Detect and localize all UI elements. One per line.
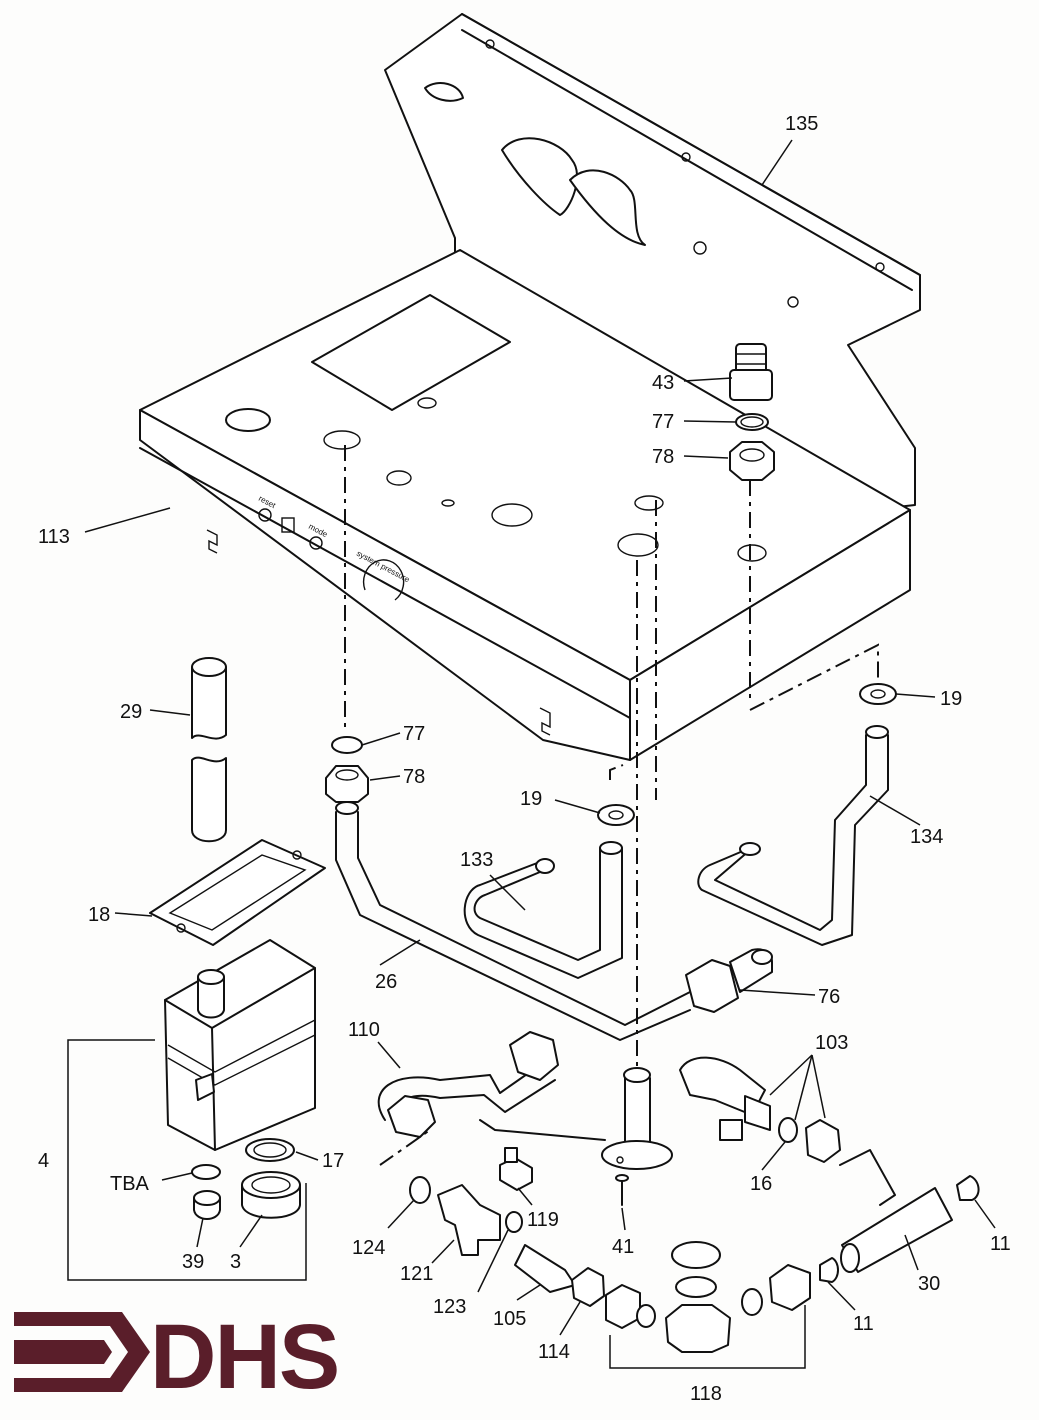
label-114: 114: [538, 1341, 570, 1363]
label-76: 76: [818, 986, 840, 1008]
gasket-18: [149, 839, 326, 946]
label-11-lower: 11: [853, 1313, 874, 1335]
label-135: 135: [785, 113, 818, 135]
label-77-left: 77: [403, 723, 425, 745]
control-panel-box: reset mode system pressure: [139, 249, 911, 761]
tee-fitting-118: [605, 1241, 811, 1369]
label-110: 110: [348, 1019, 380, 1041]
label-77-top: 77: [652, 411, 674, 433]
left-connector: [325, 736, 369, 803]
label-16: 16: [750, 1173, 772, 1195]
washer-19-left: [597, 804, 635, 826]
label-124: 124: [352, 1237, 385, 1259]
label-30: 30: [918, 1273, 940, 1295]
label-19-right: 19: [940, 688, 962, 710]
washer-19-right-hole: [870, 689, 886, 699]
pipe-29: [191, 657, 227, 843]
label-39: 39: [182, 1251, 204, 1273]
pipe-133: [463, 841, 623, 979]
label-29: 29: [120, 701, 142, 723]
label-26: 26: [375, 971, 397, 993]
label-tba: TBA: [110, 1173, 150, 1195]
label-103: 103: [815, 1032, 848, 1054]
leader-lines: [84, 139, 996, 1336]
label-119: 119: [527, 1209, 559, 1231]
bottom-pipe-train: [409, 1176, 605, 1307]
label-11-right: 11: [990, 1233, 1011, 1255]
label-113: 113: [38, 526, 70, 548]
label-133: 133: [460, 849, 493, 871]
label-41: 41: [612, 1236, 634, 1258]
assembly-guide-lines: [344, 445, 879, 1166]
label-123: 123: [433, 1296, 466, 1318]
label-105: 105: [493, 1308, 526, 1330]
washer-19-left-hole: [608, 810, 624, 820]
label-18: 18: [88, 904, 110, 926]
label-78-top: 78: [652, 446, 674, 468]
label-78-left: 78: [403, 766, 425, 788]
back-panel-bracket: [384, 13, 921, 511]
label-4: 4: [38, 1150, 49, 1172]
fitting-76: [685, 948, 773, 1013]
logo-arrow-icon: [14, 1312, 150, 1392]
label-134: 134: [910, 826, 943, 848]
pipe-110: [377, 1031, 606, 1141]
label-3: 3: [230, 1251, 241, 1273]
label-43: 43: [652, 372, 674, 394]
dhs-logo: DHS: [14, 1306, 340, 1408]
label-19-left: 19: [520, 788, 542, 810]
fitting-119: [499, 1147, 533, 1191]
part-labels: 135 43 77 78 113 29 77 78 19 19 134 133 …: [38, 113, 1011, 1405]
pipe-26: [335, 801, 691, 1041]
label-121: 121: [400, 1263, 433, 1285]
label-17: 17: [322, 1150, 344, 1172]
fitting-stack-top: [729, 343, 775, 481]
label-118: 118: [690, 1383, 722, 1405]
tee-30: [819, 1149, 980, 1283]
washer-19-right: [859, 683, 897, 705]
pipe-134: [697, 725, 889, 946]
diverter-base: [601, 1067, 673, 1206]
vessel-assembly-4: [67, 939, 316, 1281]
valve-103: [679, 1056, 841, 1163]
logo-text: DHS: [150, 1306, 338, 1408]
